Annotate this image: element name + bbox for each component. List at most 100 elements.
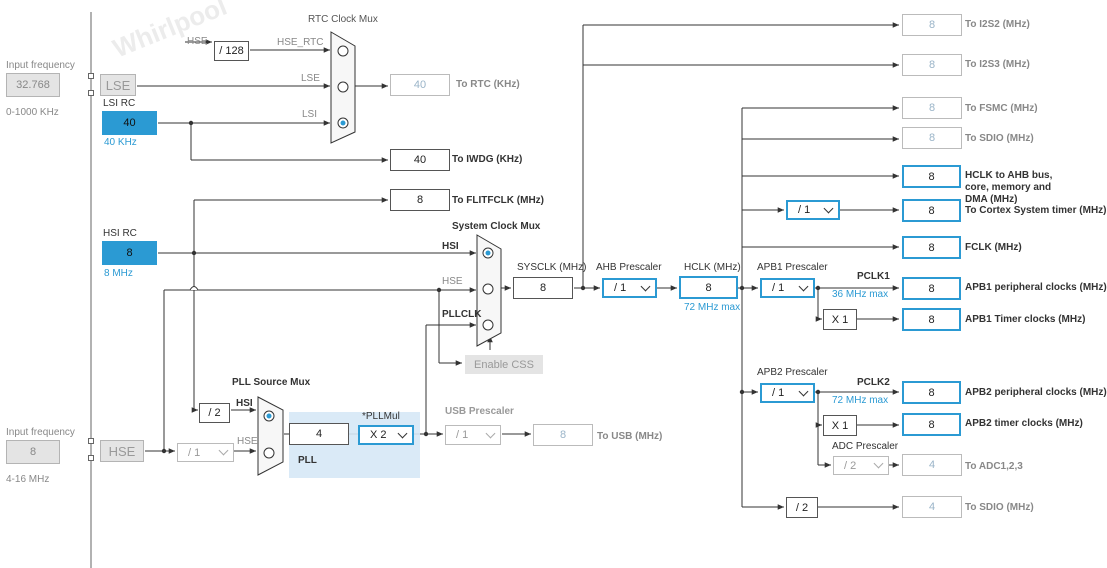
- sysclk-mux-pllclk-label: PLLCLK: [442, 309, 482, 320]
- adc-prescaler-select[interactable]: / 2: [833, 456, 889, 475]
- ahb-prescaler-title: AHB Prescaler: [596, 262, 662, 273]
- adc-prescaler-title: ADC Prescaler: [832, 441, 899, 452]
- chevron-down-icon: [485, 428, 496, 438]
- lsi-rc-title: LSI RC: [103, 98, 136, 109]
- usb-prescaler-select[interactable]: / 1: [445, 425, 501, 445]
- sysclk-title: SYSCLK (MHz): [517, 262, 587, 273]
- hclk-ahb-output-value: 8: [902, 165, 961, 188]
- rtc-output-value: 40: [390, 74, 450, 96]
- rtc-output-label: To RTC (KHz): [456, 79, 520, 90]
- apb2-timer-multiplier: X 1: [823, 415, 857, 436]
- sdio2-output-label: To SDIO (MHz): [965, 502, 1034, 513]
- enable-css-button[interactable]: Enable CSS: [465, 355, 543, 374]
- lse-input-frequency[interactable]: 32.768: [6, 73, 60, 97]
- apb1-prescaler-select[interactable]: / 1: [760, 278, 815, 298]
- lse-input-range: 0-1000 KHz: [6, 107, 59, 118]
- osc32-out-pin: [88, 90, 94, 96]
- cortex-output-value: 8: [902, 199, 961, 222]
- osc-out-pin: [88, 455, 94, 461]
- ahb-prescaler-select[interactable]: / 1: [602, 278, 657, 298]
- hse-input-caption: Input frequency: [6, 427, 75, 438]
- lse-input-caption: Input frequency: [6, 60, 75, 71]
- hclk-ahb-output-label: HCLK to AHB bus, core, memory and DMA (M…: [965, 170, 1053, 205]
- flitf-output-value: 8: [390, 189, 450, 211]
- sysclk-mux-hse-label: HSE: [442, 276, 463, 287]
- ahb-prescaler-value: / 1: [614, 282, 627, 294]
- apb2-max: 72 MHz max: [832, 395, 889, 406]
- rtc-lsi-label: LSI: [302, 109, 318, 120]
- pll-value: 4: [289, 423, 349, 445]
- pllmul-select[interactable]: X 2: [358, 425, 414, 445]
- sysclk-value: 8: [513, 277, 573, 299]
- adc-prescaler-value: / 2: [844, 459, 857, 472]
- iwdg-output-value: 40: [390, 149, 450, 171]
- apb2-prescaler-value: / 1: [772, 387, 785, 399]
- lse-block[interactable]: LSE: [100, 74, 136, 96]
- i2s3-output-label: To I2S3 (MHz): [965, 59, 1030, 70]
- pll-mux-hse-label: HSE: [237, 436, 258, 447]
- apb1-timer-output-value: 8: [902, 308, 961, 331]
- apb1-prescaler-title: APB1 Prescaler: [757, 262, 828, 273]
- sdio-output-value: 8: [902, 127, 962, 149]
- adc-output-label: To ADC1,2,3: [965, 461, 1023, 472]
- hsi-rc-value: 8: [102, 241, 157, 265]
- i2s3-output-value: 8: [902, 54, 962, 76]
- rtc-hse-label: HSE: [187, 36, 208, 47]
- chevron-down-icon: [873, 458, 884, 469]
- sdio-output-label: To SDIO (MHz): [965, 133, 1034, 144]
- cortex-output-label: To Cortex System timer (MHz): [965, 205, 1107, 216]
- hclk-max: 72 MHz max: [684, 302, 741, 313]
- pll-source-mux-title: PLL Source Mux: [232, 377, 311, 388]
- hsi-div2-box: / 2: [199, 403, 230, 423]
- hse-input-frequency[interactable]: 8: [6, 440, 60, 464]
- usb-prescaler-value: / 1: [456, 429, 469, 441]
- sysclk-mux-hsi-label: HSI: [442, 241, 459, 252]
- system-clock-mux[interactable]: [477, 235, 501, 346]
- cortex-timer-value: / 1: [798, 204, 811, 216]
- pll-mux-hsi-label: HSI: [236, 398, 253, 409]
- hse-input-range: 4-16 MHz: [6, 474, 50, 485]
- hse-rtc-divider[interactable]: / 128: [214, 41, 249, 61]
- pclk2-label: PCLK2: [857, 377, 890, 388]
- apb2-periph-output-label: APB2 peripheral clocks (MHz): [965, 387, 1107, 398]
- adc-output-value: 4: [902, 454, 962, 476]
- hclk-value[interactable]: 8: [679, 276, 738, 299]
- hse-rtc-label: HSE_RTC: [277, 37, 324, 48]
- rtc-lse-label: LSE: [301, 73, 320, 84]
- usb-prescaler-title: USB Prescaler: [445, 406, 514, 417]
- osc-in-pin: [88, 438, 94, 444]
- rtc-mux[interactable]: [331, 32, 355, 143]
- rtc-mux-title: RTC Clock Mux: [308, 14, 378, 25]
- sdio2-output-value: 4: [902, 496, 962, 518]
- usb-output-label: To USB (MHz): [597, 431, 663, 442]
- fclk-output-label: FCLK (MHz): [965, 242, 1022, 253]
- apb2-prescaler-title: APB2 Prescaler: [757, 367, 828, 378]
- i2s2-output-value: 8: [902, 14, 962, 36]
- apb2-timer-output-value: 8: [902, 413, 961, 436]
- cortex-timer-select[interactable]: / 1: [786, 200, 840, 220]
- pll-source-mux[interactable]: [258, 397, 283, 475]
- apb1-timer-output-label: APB1 Timer clocks (MHz): [965, 314, 1086, 325]
- chevron-down-icon: [397, 428, 408, 438]
- hsi-rc-freq: 8 MHz: [104, 268, 133, 279]
- fclk-output-value: 8: [902, 236, 961, 259]
- lsi-rc-freq: 40 KHz: [104, 137, 137, 148]
- apb1-prescaler-value: / 1: [772, 282, 785, 294]
- sdio-divider: / 2: [786, 497, 818, 518]
- pllmul-value: X 2: [370, 429, 387, 441]
- hse-block[interactable]: HSE: [100, 440, 144, 462]
- flitf-output-label: To FLITFCLK (MHz): [452, 195, 545, 206]
- sysclk-mux-title: System Clock Mux: [452, 221, 541, 232]
- pllmul-label: *PLLMul: [362, 411, 400, 422]
- apb1-max: 36 MHz max: [832, 289, 889, 300]
- pll-label: PLL: [298, 455, 317, 466]
- hse-prediv-value: / 1: [188, 446, 201, 459]
- apb2-periph-output-value: 8: [902, 381, 961, 404]
- apb2-timer-output-label: APB2 timer clocks (MHz): [965, 418, 1083, 429]
- fsmc-output-label: To FSMC (MHz): [965, 103, 1038, 114]
- usb-output-value: 8: [533, 424, 593, 446]
- chevron-down-icon: [823, 203, 834, 213]
- chevron-down-icon: [640, 281, 651, 291]
- hse-prediv-select[interactable]: / 1: [177, 443, 234, 462]
- apb2-prescaler-select[interactable]: / 1: [760, 383, 815, 403]
